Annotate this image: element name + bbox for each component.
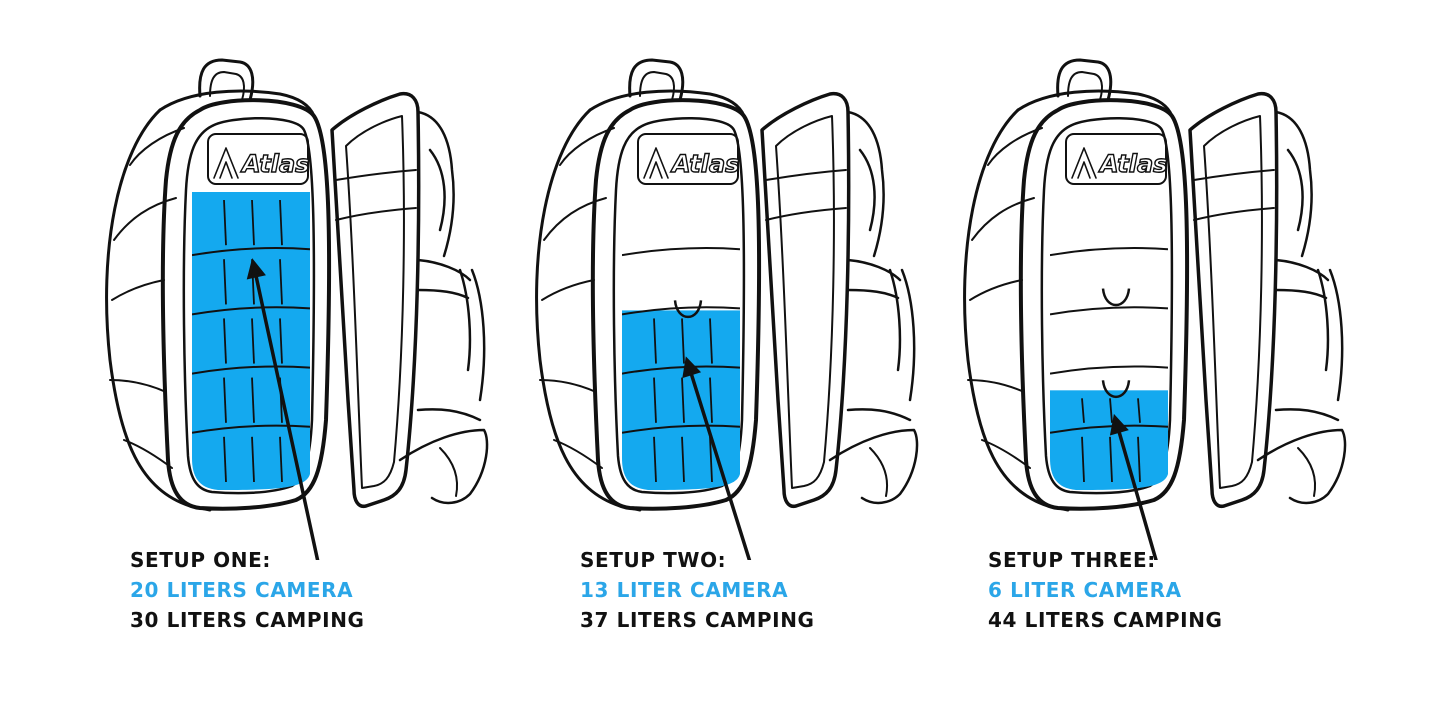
front-frame: [1018, 98, 1190, 511]
setup-caption: SETUP THREE: 6 LITER CAMERA 44 LITERS CA…: [988, 545, 1223, 635]
padded-divider: [653, 318, 657, 364]
open-lid: [760, 91, 851, 509]
padded-divider: [1081, 436, 1085, 483]
padded-divider: [223, 318, 227, 364]
shelf-pull-loop: [1101, 380, 1131, 398]
padded-divider: [251, 436, 255, 483]
padded-divider: [653, 377, 657, 423]
padded-divider: [279, 436, 283, 483]
atlas-logo-text: Atlas: [1098, 150, 1167, 178]
setup-caption: SETUP ONE: 20 LITERS CAMERA 30 LITERS CA…: [130, 545, 365, 635]
compartment-divider: [1050, 247, 1168, 257]
padded-divider: [1137, 436, 1141, 483]
padded-divider: [1137, 398, 1141, 423]
padded-divider: [251, 377, 255, 423]
compartment-divider: [1050, 306, 1168, 316]
carry-handle: [628, 58, 685, 102]
backpack-illustration: Atlas: [105, 58, 489, 560]
padded-divider: [653, 436, 657, 483]
camera-capacity: 13 LITER CAMERA: [580, 578, 789, 602]
compartment-divider: [192, 247, 310, 257]
camping-capacity: 37 LITERS CAMPING: [580, 608, 815, 632]
setup-panel-two: Atlas SETUP TWO: 13 LITER CAMERA 37 LITE…: [530, 0, 970, 719]
camping-capacity: 30 LITERS CAMPING: [130, 608, 365, 632]
compartment-divider: [622, 306, 740, 316]
padded-divider: [681, 377, 685, 423]
shoulder-strap: [1274, 110, 1313, 258]
camera-insert-zone: [622, 310, 740, 490]
backpack-illustration: Atlas: [535, 58, 919, 560]
atlas-logo-label: [207, 133, 309, 185]
setup-title: SETUP ONE:: [130, 548, 271, 572]
callout-arrow: [682, 356, 752, 560]
pack-shell: [535, 108, 642, 512]
padded-divider: [709, 377, 713, 423]
shoulder-strap: [846, 110, 885, 258]
padded-divider: [223, 436, 227, 483]
carry-handle: [198, 58, 255, 102]
carry-handle: [1056, 58, 1113, 102]
padded-divider: [709, 436, 713, 483]
setup-caption: SETUP TWO: 13 LITER CAMERA 37 LITERS CAM…: [580, 545, 815, 635]
setup-title: SETUP THREE:: [988, 548, 1156, 572]
padded-divider: [251, 318, 255, 364]
padded-divider: [709, 318, 713, 364]
shelf-pull-loop: [673, 300, 703, 318]
setup-panel-three: Atlas SETUP THREE: 6 LITER CAMERA 44 LIT…: [958, 0, 1398, 719]
front-frame: [590, 98, 762, 511]
compartment-divider: [192, 306, 310, 316]
atlas-logo-label: [637, 133, 739, 185]
padded-divider: [251, 199, 255, 246]
padded-divider: [223, 259, 227, 305]
padded-divider: [223, 377, 227, 423]
padded-divider: [279, 318, 283, 364]
camera-insert-zone: [1050, 390, 1168, 490]
pack-shell: [105, 108, 212, 512]
compartment-divider: [192, 365, 310, 375]
atlas-logo-text: Atlas: [240, 150, 309, 178]
atlas-mountain-icon: [1071, 147, 1097, 179]
camping-capacity: 44 LITERS CAMPING: [988, 608, 1223, 632]
padded-divider: [1109, 436, 1113, 483]
padded-divider: [223, 199, 227, 246]
callout-arrow: [1109, 413, 1158, 560]
setup-title: SETUP TWO:: [580, 548, 727, 572]
open-lid: [1188, 91, 1279, 509]
front-frame: [160, 98, 332, 511]
padded-divider: [1081, 398, 1085, 423]
compartment-divider: [622, 424, 740, 434]
atlas-mountain-icon: [213, 147, 239, 179]
backpack-illustration: Atlas: [963, 58, 1347, 560]
compartment-divider: [622, 247, 740, 257]
padded-divider: [681, 436, 685, 483]
padded-divider: [681, 318, 685, 364]
camera-capacity: 6 LITER CAMERA: [988, 578, 1182, 602]
atlas-mountain-icon: [643, 147, 669, 179]
atlas-logo-text: Atlas: [670, 150, 739, 178]
compartment-divider: [1050, 424, 1168, 434]
compartment-divider: [1050, 365, 1168, 375]
padded-divider: [279, 259, 283, 305]
padded-divider: [279, 199, 283, 246]
shelf-pull-loop: [1101, 288, 1131, 307]
atlas-logo-label: [1065, 133, 1167, 185]
open-lid: [330, 91, 421, 509]
compartment-divider: [192, 424, 310, 434]
callout-arrow: [246, 258, 320, 560]
camera-capacity: 20 LITERS CAMERA: [130, 578, 354, 602]
padded-divider: [1109, 398, 1113, 423]
shoulder-strap: [416, 110, 455, 258]
pack-shell: [963, 108, 1070, 512]
setup-panel-one: Atlas SETUP ONE: 20 LITERS CAMERA 30 LIT…: [100, 0, 540, 719]
compartment-divider: [622, 365, 740, 375]
